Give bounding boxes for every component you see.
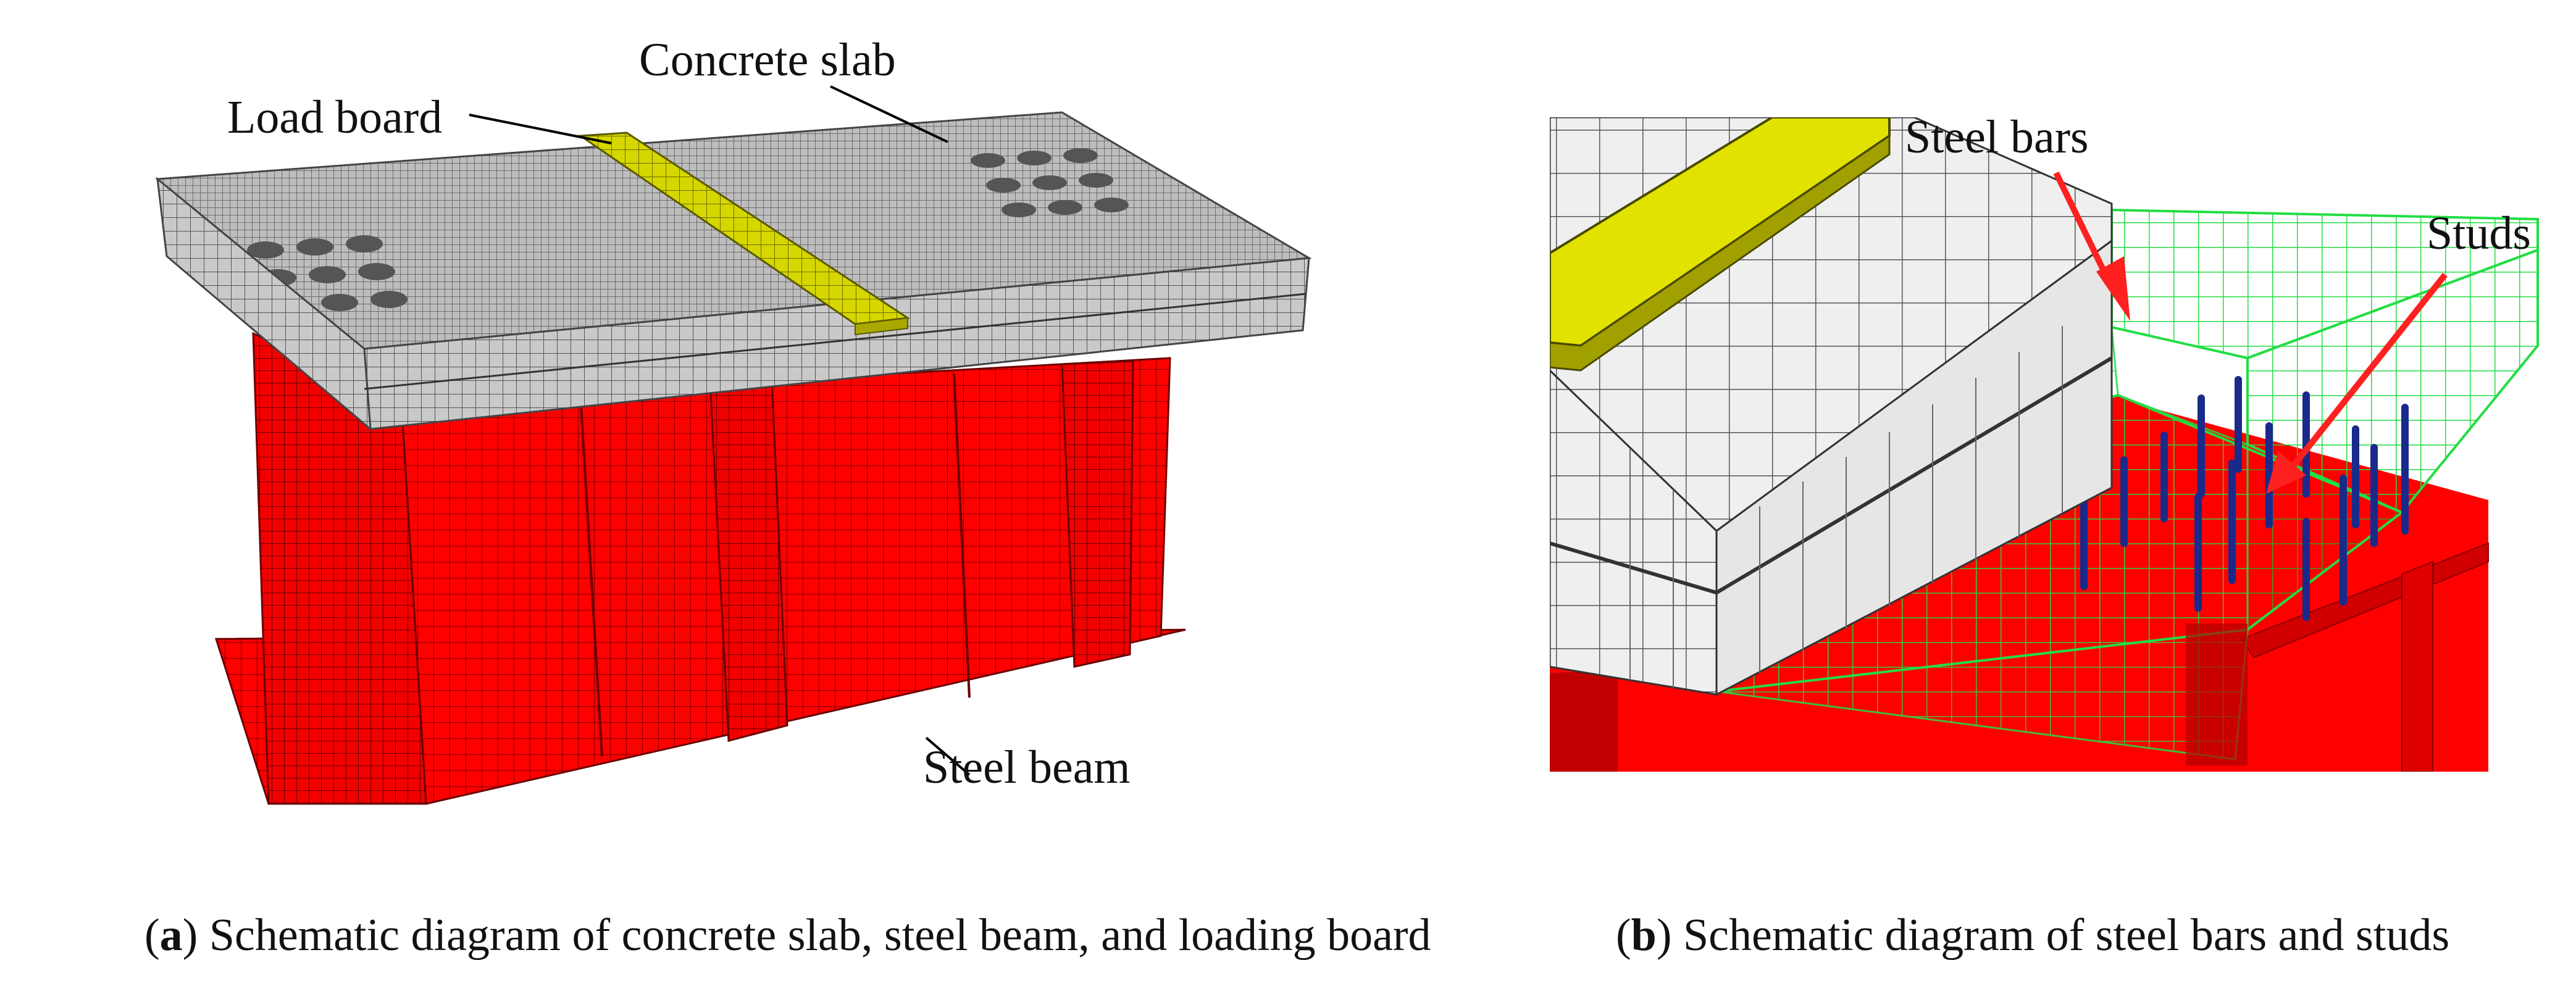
studs-group	[2080, 376, 2409, 621]
stud-hole-patch-right	[971, 148, 1129, 217]
arrow-steel-bars	[2053, 171, 2130, 321]
leader-load-board	[469, 114, 612, 144]
panel-a-model	[155, 111, 1312, 805]
label-load-board: Load board	[227, 91, 442, 143]
concrete-slab-side	[156, 177, 372, 432]
stiffener-2	[1061, 360, 1134, 668]
label-steel-bars: Steel bars	[1905, 111, 2089, 163]
caption-a-text: Schematic diagram of concrete slab, stee…	[198, 910, 1431, 961]
label-concrete-slab: Concrete slab	[639, 34, 896, 86]
leader-steel-beam	[925, 736, 971, 776]
arrow-studs	[2266, 272, 2448, 494]
panel-b-model	[1550, 117, 2539, 772]
label-steel-beam: Steel beam	[923, 741, 1131, 793]
caption-panel-b: (b) Schematic diagram of steel bars and …	[1616, 910, 2450, 961]
caption-b-text: Schematic diagram of steel bars and stud…	[1671, 910, 2450, 961]
label-studs: Studs	[2427, 207, 2531, 259]
caption-a-letter: a	[159, 910, 183, 961]
leader-concrete-slab	[830, 85, 948, 143]
steel-web-front	[400, 357, 1171, 805]
caption-b-letter: b	[1631, 910, 1657, 961]
caption-panel-a: (a) Schematic diagram of concrete slab, …	[144, 910, 1431, 961]
